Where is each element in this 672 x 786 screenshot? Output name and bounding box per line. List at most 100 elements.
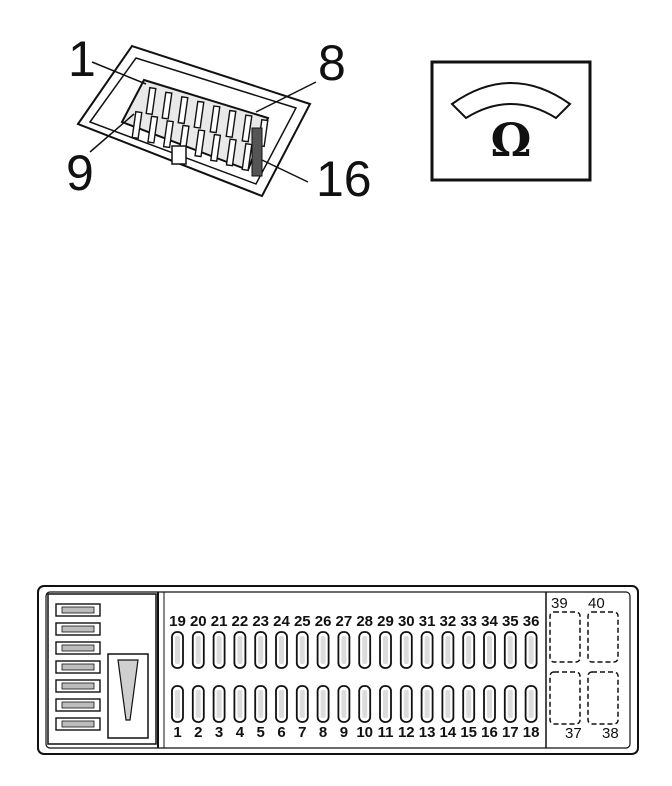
terminal-contact-inner xyxy=(61,663,95,671)
connector-pin xyxy=(162,120,174,149)
fuse-number-12: 12 xyxy=(398,724,415,741)
terminal-contact-inner xyxy=(61,625,95,633)
fuse-number-1: 1 xyxy=(173,724,181,741)
fuse-slot-inner xyxy=(466,690,472,718)
fuse-slot-inner xyxy=(362,690,368,718)
left-plug-clip xyxy=(117,659,139,721)
label-pin-16: 16 xyxy=(316,151,372,207)
fuse-number-33: 33 xyxy=(460,613,477,630)
fuse-slot-inner xyxy=(528,636,534,664)
fuse-number-11: 11 xyxy=(378,724,394,741)
connector-latch xyxy=(251,127,263,177)
fuse-slot-inner xyxy=(424,690,430,718)
connector-pin xyxy=(147,115,159,144)
fuse-slot-inner xyxy=(507,690,513,718)
fuse-slot-inner xyxy=(320,636,326,664)
fuse-number-27: 27 xyxy=(336,613,353,630)
connector-pin xyxy=(241,114,253,143)
fuse-number-22: 22 xyxy=(232,613,249,630)
fuse-number-28: 28 xyxy=(356,613,373,630)
connector-pin xyxy=(209,105,221,134)
connector-key-notch xyxy=(171,145,187,165)
fuse-slot-inner xyxy=(216,636,222,664)
relay-slot-38 xyxy=(587,671,619,725)
connector-pin xyxy=(145,86,157,116)
fuse-slot-inner xyxy=(403,636,409,664)
fuse-number-32: 32 xyxy=(440,613,457,630)
fuse-number-5: 5 xyxy=(257,724,265,741)
connector-pin xyxy=(225,138,237,167)
fuse-number-35: 35 xyxy=(502,613,519,630)
relay-slot-37 xyxy=(549,671,581,725)
relay-slot-40 xyxy=(587,611,619,663)
fuse-slot-inner xyxy=(383,636,388,664)
fuse-number-31: 31 xyxy=(419,613,436,630)
terminal-contact-inner xyxy=(61,606,95,614)
label-pin-9: 9 xyxy=(66,145,94,201)
connector-pin xyxy=(241,142,253,172)
label-pin-1: 1 xyxy=(68,31,96,87)
fuse-number-26: 26 xyxy=(315,613,332,630)
fuse-number-8: 8 xyxy=(319,724,327,741)
fuse-slot-inner xyxy=(341,690,347,718)
relay-number-40: 40 xyxy=(588,595,605,612)
relay-block: 39 40 37 38 xyxy=(549,595,619,742)
relay-number-37: 37 xyxy=(565,725,582,742)
fuse-number-24: 24 xyxy=(273,613,290,630)
connector-pin xyxy=(131,110,143,140)
fuse-number-14: 14 xyxy=(440,724,457,741)
relay-slot-39 xyxy=(549,611,581,663)
fuse-slot-inner xyxy=(487,636,492,664)
fuse-slot-inner xyxy=(403,690,409,718)
terminal-contact-inner xyxy=(61,720,95,728)
relay-number-39: 39 xyxy=(551,595,568,612)
fuse-number-29: 29 xyxy=(377,613,394,630)
left-terminal-stack xyxy=(55,603,101,731)
fuse-slot-inner xyxy=(175,690,180,718)
fuse-number-20: 20 xyxy=(190,613,207,630)
fuse-number-34: 34 xyxy=(481,613,498,630)
fuse-slot-inner xyxy=(341,636,347,664)
label-pin-8: 8 xyxy=(318,35,346,91)
fuse-number-36: 36 xyxy=(523,613,540,630)
fuse-number-25: 25 xyxy=(294,613,311,630)
fuse-slot-inner xyxy=(299,636,305,664)
connector-pin xyxy=(194,129,206,158)
fuse-number-4: 4 xyxy=(236,724,245,741)
leader-line-pin-9 xyxy=(89,113,135,153)
fuse-number-13: 13 xyxy=(419,724,436,741)
leader-line-pin-1 xyxy=(91,61,147,85)
fuse-slot-inner xyxy=(487,690,492,718)
fuse-slot-inner xyxy=(528,690,534,718)
fuse-number-3: 3 xyxy=(215,724,223,741)
fuse-number-18: 18 xyxy=(523,724,540,741)
fuse-slot-inner xyxy=(258,636,264,664)
fuse-slot-inner xyxy=(195,690,201,718)
terminal-contact-inner xyxy=(61,644,95,652)
fuse-slot-inner xyxy=(299,690,305,718)
ohmmeter-icon: Ω xyxy=(430,60,592,182)
fuse-box-inner-outline xyxy=(45,591,631,749)
fuse-slot-inner xyxy=(279,636,284,664)
ohmmeter-frame xyxy=(430,60,592,182)
connector-pin xyxy=(225,109,237,138)
fuse-number-9: 9 xyxy=(340,724,348,741)
connector-pin xyxy=(161,91,173,120)
fuse-slot-inner xyxy=(445,690,451,718)
fuse-number-19: 19 xyxy=(169,613,186,630)
fuse-slot-inner xyxy=(195,636,201,664)
fuse-number-15: 15 xyxy=(460,724,477,741)
terminal-contact-inner xyxy=(61,701,95,709)
fuse-number-30: 30 xyxy=(398,613,415,630)
connector-pin xyxy=(193,100,205,129)
fuse-slot-inner xyxy=(362,636,368,664)
connector-pin xyxy=(210,133,222,162)
ohm-symbol: Ω xyxy=(491,113,532,167)
fuse-slot-inner xyxy=(383,690,388,718)
leader-line-pin-8 xyxy=(255,81,317,113)
connector-pin xyxy=(177,96,189,125)
fuse-number-21: 21 xyxy=(211,613,228,630)
